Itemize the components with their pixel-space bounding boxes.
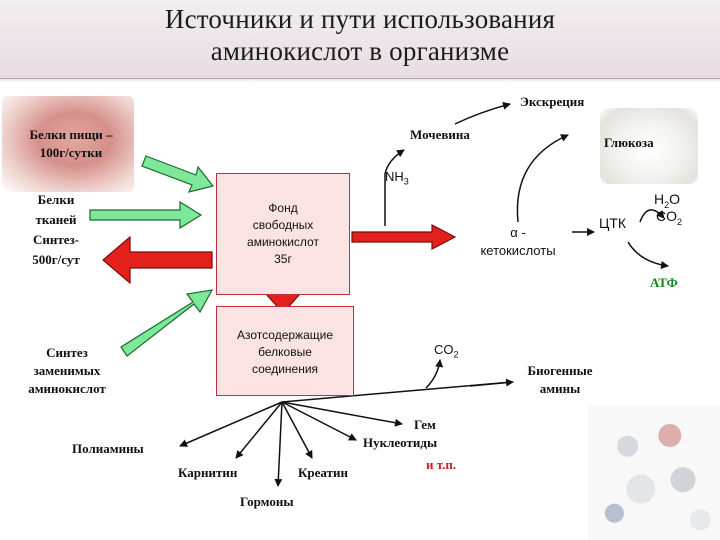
- tissue-line-3: Синтез-: [32, 232, 80, 247]
- hub-to-hormones-arrow: [274, 401, 283, 487]
- co2-top-base: CO: [656, 208, 677, 224]
- hub-to-polyamines-arrow: [179, 401, 283, 447]
- amino-acid-fund-box: Фонд свободных аминокислот 35г: [216, 173, 350, 295]
- nucleotides-label: Нуклеотиды: [363, 435, 438, 450]
- hub-to-carnitine-arrow: [235, 401, 283, 459]
- hub-to-nucleotides-arrow: [281, 401, 357, 441]
- food-protein-label: Белки пищи – 100г/сутки: [6, 126, 136, 162]
- water-tail: O: [669, 191, 681, 207]
- excretion-label: Экскреция: [520, 94, 585, 109]
- nitrogen-line-3: соединения: [251, 362, 319, 376]
- fund-line-3: аминокислот: [247, 235, 319, 249]
- polyamines-label: Полиамины: [72, 441, 144, 456]
- title-line-1: Источники и пути использования: [164, 4, 556, 34]
- molecule-photo: [588, 406, 720, 540]
- nonessential-synthesis-label: Синтез заменимых аминокислот: [6, 344, 128, 398]
- food-protein-line-1: Белки пищи –: [29, 127, 113, 142]
- fund-line-1: Фонд: [268, 201, 298, 215]
- tissue-protein-label: Белки тканей Синтез- 500г/сут: [6, 190, 106, 270]
- glucose-label: Глюкоза: [604, 135, 654, 150]
- sugar-photo: [600, 108, 698, 184]
- tissue-line-1: Белки: [37, 192, 75, 207]
- biogenic-amines-label: Биогенные амины: [510, 362, 610, 398]
- urea-to-excretion-arrow: [454, 101, 511, 125]
- urea-label: Мочевина: [410, 127, 470, 142]
- nitrogen-line-1: Азотсодержащие: [237, 328, 333, 342]
- nh3-to-urea-arrow: [384, 149, 405, 226]
- keto-line-2: кетокислоты: [480, 243, 556, 258]
- tca-to-water-arrow: [639, 209, 665, 223]
- biogenic-line-2: амины: [539, 381, 581, 396]
- water-sub: 2: [664, 199, 670, 210]
- nh3-base: NH: [385, 169, 404, 184]
- nitrogen-compounds-box: Азотсодержащие белковые соединения: [216, 306, 354, 396]
- nh3-sub: 3: [403, 176, 409, 187]
- fund-to-keto-arrow: [351, 224, 457, 250]
- keto-acids-label: α - кетокислоты: [458, 224, 578, 260]
- hormones-label: Гормоны: [240, 494, 294, 509]
- carnitine-label: Карнитин: [178, 465, 238, 480]
- co2-bottom-label: CO2: [434, 341, 459, 364]
- creatine-label: Креатин: [298, 465, 348, 480]
- hub-to-heme-arrow: [281, 401, 403, 427]
- hub-to-biogenic-arrow: [469, 378, 514, 387]
- to-co2-arrow: [425, 359, 444, 389]
- co2-bottom-base: CO: [434, 342, 454, 357]
- tissue-line-4: 500г/сут: [32, 252, 80, 267]
- co2-bottom-sub: 2: [453, 349, 459, 360]
- co2-top-sub: 2: [677, 216, 683, 227]
- hub-to-creatine-arrow: [281, 401, 313, 459]
- fund-line-4: 35г: [274, 252, 292, 266]
- tissue-to-fund-arrow: [89, 200, 203, 230]
- biogenic-line-1: Биогенные: [527, 363, 593, 378]
- food-to-fund-arrow: [141, 155, 215, 193]
- synthesis-line-1: Синтез: [46, 345, 88, 360]
- co2-top-label: CO2: [656, 207, 682, 231]
- nitrogen-line-2: белковые: [258, 345, 312, 359]
- water-base: H: [654, 191, 665, 207]
- water-label: H2O: [654, 190, 680, 214]
- atp-label: АТФ: [650, 275, 678, 290]
- title-line-2: аминокислот в организме: [210, 36, 510, 66]
- heme-label: Гем: [414, 417, 436, 432]
- tca-label: ЦТК: [599, 215, 627, 231]
- synthesis-line-2: заменимых: [33, 363, 101, 378]
- food-protein-line-2: 100г/сутки: [39, 145, 103, 160]
- synthesis-to-fund-arrow: [120, 289, 214, 357]
- keto-to-glucose-arrow: [516, 134, 569, 223]
- etc-label: и т.п.: [426, 457, 457, 472]
- tissue-line-2: тканей: [35, 212, 77, 227]
- fund-to-tissue-synthesis-arrow: [102, 235, 213, 285]
- synthesis-line-3: аминокислот: [28, 381, 106, 396]
- tca-to-atp-arrow: [627, 241, 669, 269]
- keto-line-1: α -: [510, 225, 526, 240]
- title-banner: Источники и пути использования аминокисл…: [0, 0, 720, 82]
- meat-photo: [2, 96, 134, 192]
- fund-line-2: свободных: [252, 218, 314, 232]
- nh3-label: NH3: [385, 168, 409, 191]
